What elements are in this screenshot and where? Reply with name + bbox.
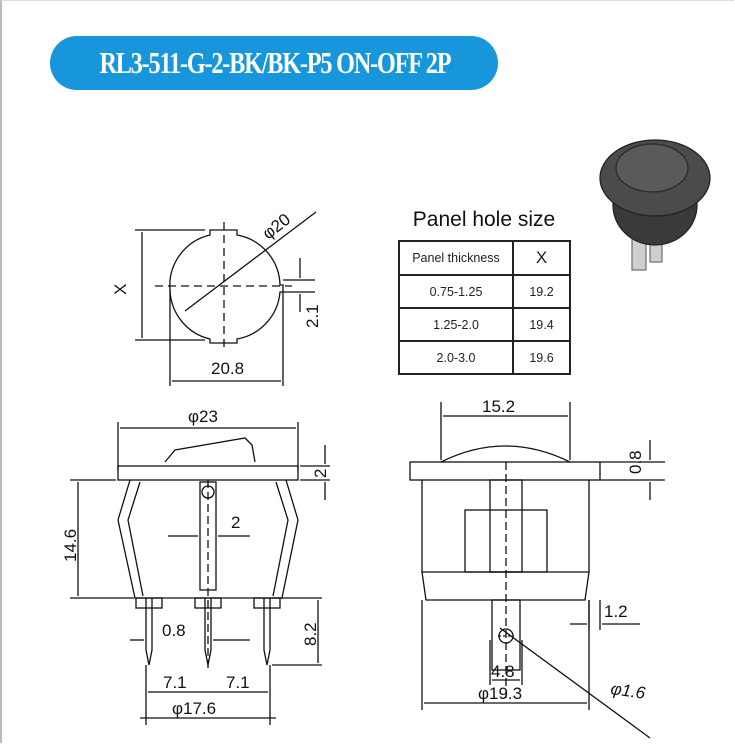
dim-side-offset: 1.2 [604,602,628,621]
dim-side-bezel-thk: 0.8 [626,450,645,474]
dim-body-dia: φ19.3 [478,684,522,703]
dim-hole-width: 20.8 [211,359,244,378]
dim-bezel-thk: 2 [311,469,330,478]
cell-thickness: 2.0-3.0 [398,340,514,375]
dim-pitch-left: 7.1 [163,673,187,692]
dim-hole-dia: φ20 [259,210,294,243]
table-row: 1.25-2.0 19.4 [398,307,571,342]
dim-pin-span: φ17.6 [172,699,216,718]
dim-latch-width: 2 [231,513,240,532]
dim-pin-length: 8.2 [301,622,320,646]
dim-bezel-dia: φ23 [188,407,218,426]
header-x: X [512,240,571,276]
panel-hole-title: Panel hole size [412,208,556,231]
header-panel-thickness: Panel thickness [398,240,514,276]
cell-x: 19.2 [512,274,571,309]
dim-rocker-width: 15.2 [482,397,515,416]
table-row: 0.75-1.25 19.2 [398,274,571,309]
dim-terminal-width: 4.8 [491,662,515,681]
panel-hole-view [135,211,317,386]
panel-hole-table: Panel thickness X 0.75-1.25 19.2 1.25-2.… [398,240,571,375]
dim-body-height: 14.6 [61,529,80,562]
product-title: RL3-511-G-2-BK/BK-P5 ON-OFF 2P [99,45,451,80]
cell-thickness: 0.75-1.25 [398,274,514,309]
dim-key-width: 2.1 [303,304,322,328]
side-view [409,402,665,739]
dim-pitch-right: 7.1 [226,673,250,692]
dim-hole-x: X [111,284,130,295]
table-header-row: Panel thickness X [398,240,571,276]
front-view [70,422,330,725]
dim-terminal-hole: φ1.6 [609,679,647,703]
product-title-banner: RL3-511-G-2-BK/BK-P5 ON-OFF 2P [50,36,498,90]
dim-pin-thk: 0.8 [162,621,186,640]
product-photo [599,139,711,271]
cell-x: 19.6 [512,340,571,375]
table-row: 2.0-3.0 19.6 [398,340,571,375]
cell-thickness: 1.25-2.0 [398,307,514,342]
cell-x: 19.4 [512,307,571,342]
